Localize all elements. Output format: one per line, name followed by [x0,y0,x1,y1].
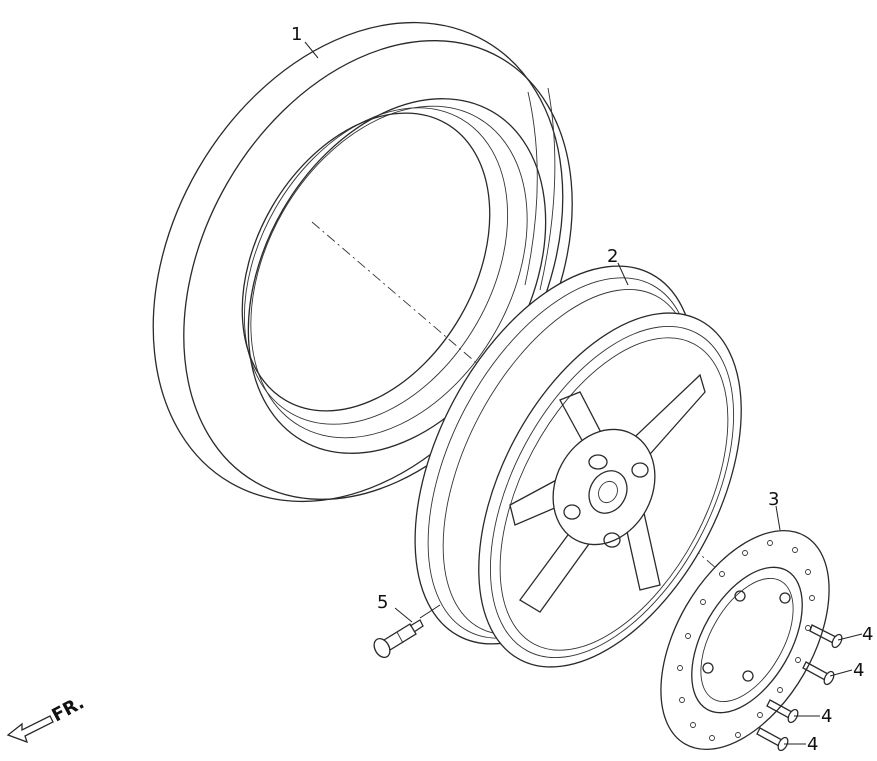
disc-bolt-c [766,699,799,724]
leader-rim [617,262,629,286]
label-part-tire: 1 [291,24,302,45]
leader-bolt-a [837,633,863,641]
leader-valve-tail [419,604,441,619]
label-part-bolt-a: 4 [862,624,873,645]
leader-tire [304,41,319,59]
label-part-bolt-b: 4 [853,660,864,681]
leader-disc [775,505,781,531]
front-direction-label: FR. [48,692,87,726]
label-part-bolt-c: 4 [821,706,832,727]
label-part-rim: 2 [607,246,618,267]
tire-valve [373,619,424,658]
disc-bolt-b [802,661,835,686]
front-direction-arrow-icon [6,715,54,744]
brake-disc [660,530,830,750]
leader-valve [394,607,413,623]
tire [152,21,573,503]
leader-bolt-b [829,669,853,677]
label-part-valve: 5 [377,592,388,613]
disc-bolt-a [809,624,843,649]
label-part-bolt-d: 4 [807,734,818,755]
label-part-disc: 3 [768,489,779,510]
disc-bolt-d [756,727,789,752]
wheel-rim [414,265,742,668]
